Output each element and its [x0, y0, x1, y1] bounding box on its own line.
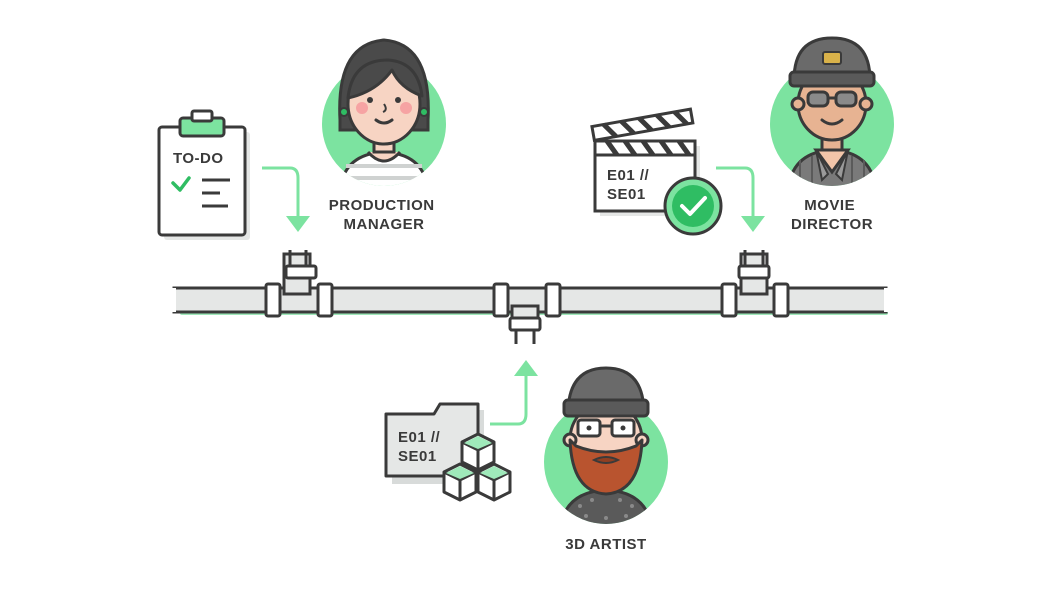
role-label-3d-artist: 3D ARTIST	[565, 536, 646, 553]
junction-production	[264, 250, 334, 318]
clapperboard-icon: E01 // SE01	[590, 107, 723, 236]
pipeline	[170, 250, 890, 344]
junction-artist	[492, 282, 562, 344]
cubes-icon	[442, 432, 512, 502]
arrow-down-icon	[716, 166, 765, 232]
arrow-down-icon	[262, 166, 310, 232]
avatar-production-manager	[322, 38, 446, 186]
folder-line-2: SE01	[398, 448, 437, 465]
checkmark-icon	[680, 196, 707, 216]
role-label-line: 3D ARTIST	[565, 536, 646, 553]
role-label-production-manager: PRODUCTION MANAGER	[329, 197, 440, 233]
todo-title: TO-DO	[173, 150, 224, 167]
role-label-line: DIRECTOR	[791, 216, 873, 233]
arrow-up-icon	[490, 360, 538, 426]
role-label-line: MOVIE	[804, 197, 855, 214]
clapper-line-2: SE01	[607, 186, 646, 203]
avatar-movie-director	[770, 36, 894, 186]
clapper-line-1: E01 //	[607, 167, 650, 184]
checkmark-icon	[171, 176, 191, 192]
junction-director	[720, 250, 790, 318]
clipboard-icon: TO-DO	[157, 109, 250, 240]
role-label-movie-director: MOVIE DIRECTOR	[791, 197, 873, 233]
folder-line-1: E01 //	[398, 429, 441, 446]
role-label-line: PRODUCTION	[329, 197, 435, 214]
role-label-line: MANAGER	[344, 216, 425, 233]
avatar-3d-artist	[544, 366, 668, 524]
